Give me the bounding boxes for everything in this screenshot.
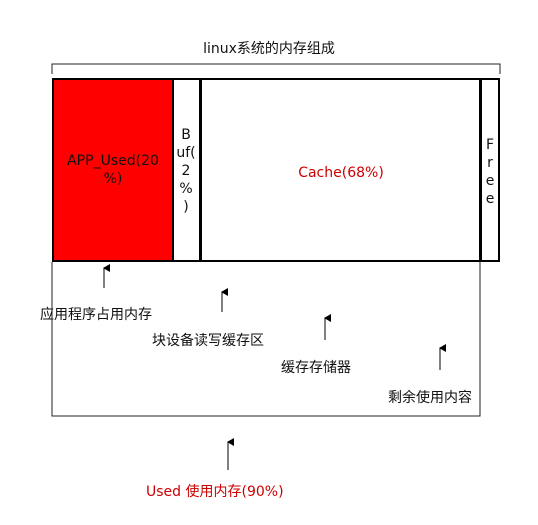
segment-app-used: APP_Used(20 %) [54,80,174,260]
diagram-title: linux系统的内存组成 [203,41,335,57]
segment-buffer-label: B uf( 2 % ) [176,127,196,215]
annotation-used: Used 使用内存(90%) [146,484,284,500]
bottom-bracket [51,262,481,417]
annotation-buf: 块设备读写缓存区 [152,333,264,349]
annotation-free: 剩余使用内容 [388,390,472,406]
segment-cache-label: Cache(68%) [298,165,384,181]
memory-bar: APP_Used(20 %) B uf( 2 % ) Cache(68%) F … [52,78,500,262]
segment-app-label: APP_Used(20 %) [67,153,159,187]
annotation-app: 应用程序占用内存 [40,307,152,323]
segment-free: F r e e [482,80,498,260]
segment-cache: Cache(68%) [202,80,482,260]
segment-buffer: B uf( 2 % ) [174,80,202,260]
segment-free-label: F r e e [485,137,495,207]
annotation-cache: 缓存存储器 [281,360,351,376]
